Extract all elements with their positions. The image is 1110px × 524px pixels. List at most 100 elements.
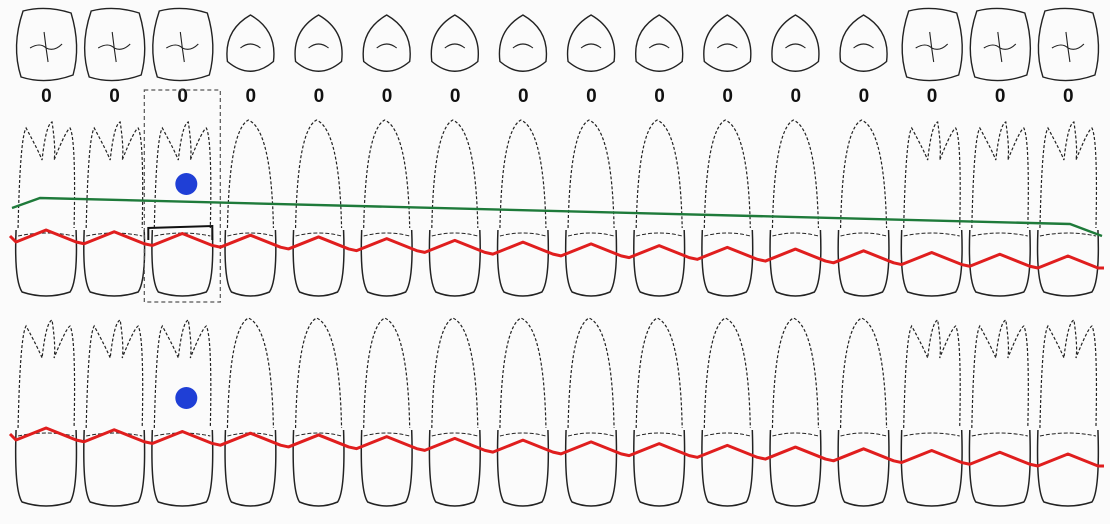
occlusal-tooth[interactable] <box>840 15 887 71</box>
probing-depth-value[interactable]: 0 <box>859 86 870 107</box>
occlusal-fissure <box>240 44 260 48</box>
occlusal-tooth[interactable] <box>1038 8 1098 80</box>
probing-depth-value[interactable]: 0 <box>109 86 120 107</box>
facial-tooth[interactable] <box>770 318 821 506</box>
facial-tooth[interactable]: 0 <box>498 86 549 296</box>
occlusal-tooth[interactable] <box>970 8 1030 80</box>
facial-tooth[interactable]: 0 <box>84 86 145 296</box>
probing-depth-value[interactable]: 0 <box>41 86 52 107</box>
cervical-line <box>972 433 1028 436</box>
occlusal-tooth[interactable] <box>568 15 615 71</box>
facial-tooth[interactable] <box>634 318 685 506</box>
occlusal-tooth[interactable] <box>295 15 342 71</box>
cervical-line <box>704 233 750 236</box>
facial-tooth[interactable] <box>1038 320 1099 506</box>
probing-depth-value[interactable]: 0 <box>790 86 801 107</box>
occlusal-fissure <box>377 44 397 48</box>
occlusal-fissure <box>916 32 948 62</box>
facial-tooth[interactable]: 0 <box>361 86 412 296</box>
probing-depth-value[interactable]: 0 <box>450 86 461 107</box>
facial-tooth[interactable] <box>566 318 617 506</box>
facial-tooth[interactable] <box>702 318 753 506</box>
probing-depth-value[interactable]: 0 <box>177 86 188 107</box>
probing-depth-value[interactable]: 0 <box>382 86 393 107</box>
probing-depth-value[interactable]: 0 <box>518 86 529 107</box>
occlusal-tooth[interactable] <box>227 15 274 71</box>
occlusal-tooth[interactable] <box>17 8 77 80</box>
cervical-line <box>86 233 142 236</box>
tooth-root <box>296 120 342 228</box>
tooth-crown <box>634 230 685 296</box>
tooth-root <box>841 318 887 428</box>
probing-depth-value[interactable]: 0 <box>314 86 325 107</box>
facial-tooth[interactable]: 0 <box>566 86 617 296</box>
facial-tooth[interactable]: 0 <box>901 86 962 296</box>
occlusal-tooth[interactable] <box>772 15 819 71</box>
facial-tooth[interactable] <box>838 318 889 506</box>
probing-depth-value[interactable]: 0 <box>995 86 1006 107</box>
facial-tooth[interactable] <box>361 318 412 506</box>
facial-tooth[interactable] <box>225 318 276 506</box>
facial-tooth[interactable] <box>84 320 145 506</box>
facial-tooth[interactable]: 0 <box>969 86 1030 296</box>
tooth-crown <box>498 230 549 296</box>
occlusal-tooth[interactable] <box>431 15 478 71</box>
tooth-crown <box>361 430 412 506</box>
occlusal-tooth[interactable] <box>85 8 145 80</box>
facial-tooth[interactable] <box>16 320 77 506</box>
occlusal-outline <box>153 8 213 80</box>
facial-tooth[interactable] <box>901 320 962 506</box>
facial-tooth[interactable]: 0 <box>293 86 344 296</box>
tooth-crown <box>901 430 962 506</box>
facial-tooth[interactable] <box>293 318 344 506</box>
probing-depth-value[interactable]: 0 <box>927 86 938 107</box>
occlusal-tooth[interactable] <box>363 15 410 71</box>
occlusal-outline <box>840 15 887 71</box>
facial-tooth[interactable]: 0 <box>429 86 480 296</box>
cervical-line <box>568 233 614 236</box>
facial-tooth[interactable] <box>498 318 549 506</box>
occlusal-tooth[interactable] <box>636 15 683 71</box>
facial-tooth[interactable]: 0 <box>702 86 753 296</box>
occlusal-outline <box>970 8 1030 80</box>
occlusal-tooth[interactable] <box>902 8 962 80</box>
tooth-root <box>18 122 75 228</box>
tooth-crown <box>702 430 753 506</box>
facial-tooth[interactable]: 0 <box>770 86 821 296</box>
occlusal-outline <box>85 8 145 80</box>
tooth-root <box>364 318 410 428</box>
occlusal-tooth[interactable] <box>153 8 213 80</box>
occlusal-fissure <box>30 32 62 62</box>
cervical-line <box>904 433 960 436</box>
probing-depth-value[interactable]: 0 <box>722 86 733 107</box>
probing-depth-value[interactable]: 0 <box>245 86 256 107</box>
tooth-root <box>636 318 682 428</box>
upper-gingival-margin-line[interactable] <box>10 230 1104 268</box>
occlusal-tooth[interactable] <box>704 15 751 71</box>
cervical-line <box>1040 433 1096 436</box>
occlusal-tooth[interactable] <box>499 15 546 71</box>
occlusal-fissure <box>649 44 669 48</box>
bleeding-point-marker[interactable] <box>175 173 197 195</box>
tooth-root <box>972 122 1029 228</box>
facial-tooth[interactable] <box>152 320 213 506</box>
cervical-line <box>86 433 142 436</box>
facial-tooth[interactable] <box>429 318 480 506</box>
facial-tooth[interactable]: 0 <box>634 86 685 296</box>
tooth-crown <box>225 230 276 296</box>
occlusal-outline <box>772 15 819 71</box>
cervical-line <box>432 433 478 436</box>
facial-tooth[interactable]: 0 <box>225 86 276 296</box>
facial-tooth[interactable] <box>969 320 1030 506</box>
probing-depth-value[interactable]: 0 <box>1063 86 1074 107</box>
facial-tooth[interactable]: 0 <box>838 86 889 296</box>
facial-tooth[interactable]: 0 <box>16 86 77 296</box>
bleeding-point-marker[interactable] <box>175 387 197 409</box>
occlusal-fissure <box>984 32 1016 62</box>
tooth-crown <box>702 230 753 296</box>
tooth-root <box>772 318 818 428</box>
probing-depth-value[interactable]: 0 <box>586 86 597 107</box>
probing-depth-value[interactable]: 0 <box>654 86 665 107</box>
attachment-level-line[interactable] <box>12 198 1102 236</box>
